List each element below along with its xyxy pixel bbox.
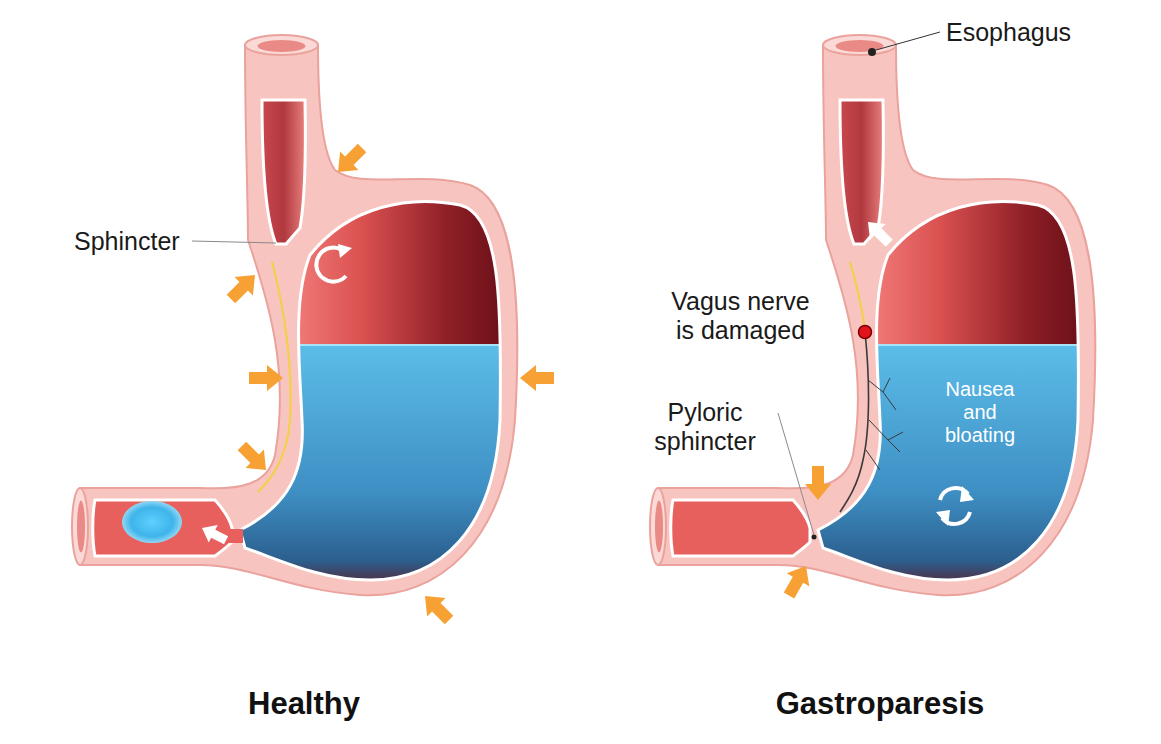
reflux-arrow: [860, 214, 897, 251]
leader-dot: [868, 48, 876, 56]
callout-label: Vagus nerve is damaged: [663, 287, 818, 345]
leader-dot: [812, 535, 817, 540]
part-label: Pyloric sphincter: [630, 398, 780, 456]
damaged-nerve: [840, 332, 869, 512]
panel-caption: Healthy: [184, 686, 424, 722]
open-pylorus: [229, 529, 243, 543]
part-label: Esophagus: [946, 18, 1071, 47]
pyloric-contraction-arrows: [778, 466, 831, 602]
flow-arrow: [198, 519, 231, 549]
leader-line: [778, 413, 814, 535]
part-label: Sphincter: [74, 227, 180, 256]
panel-caption: Gastroparesis: [730, 686, 1030, 722]
gastroparesis-stomach: [650, 32, 1098, 605]
nerve-branches: [866, 378, 903, 470]
mixing-arrow-head: [338, 244, 352, 258]
leader-line: [192, 241, 276, 243]
healthy-stomach: [72, 35, 554, 629]
contraction-arrows: [222, 139, 554, 629]
symptom-label: Nausea and bloating: [934, 378, 1026, 447]
leader-line: [876, 32, 940, 50]
damage-dot: [859, 326, 872, 339]
food-bolus: [122, 501, 182, 543]
vagus-nerve: [850, 262, 865, 332]
churn-icon: [936, 486, 974, 526]
